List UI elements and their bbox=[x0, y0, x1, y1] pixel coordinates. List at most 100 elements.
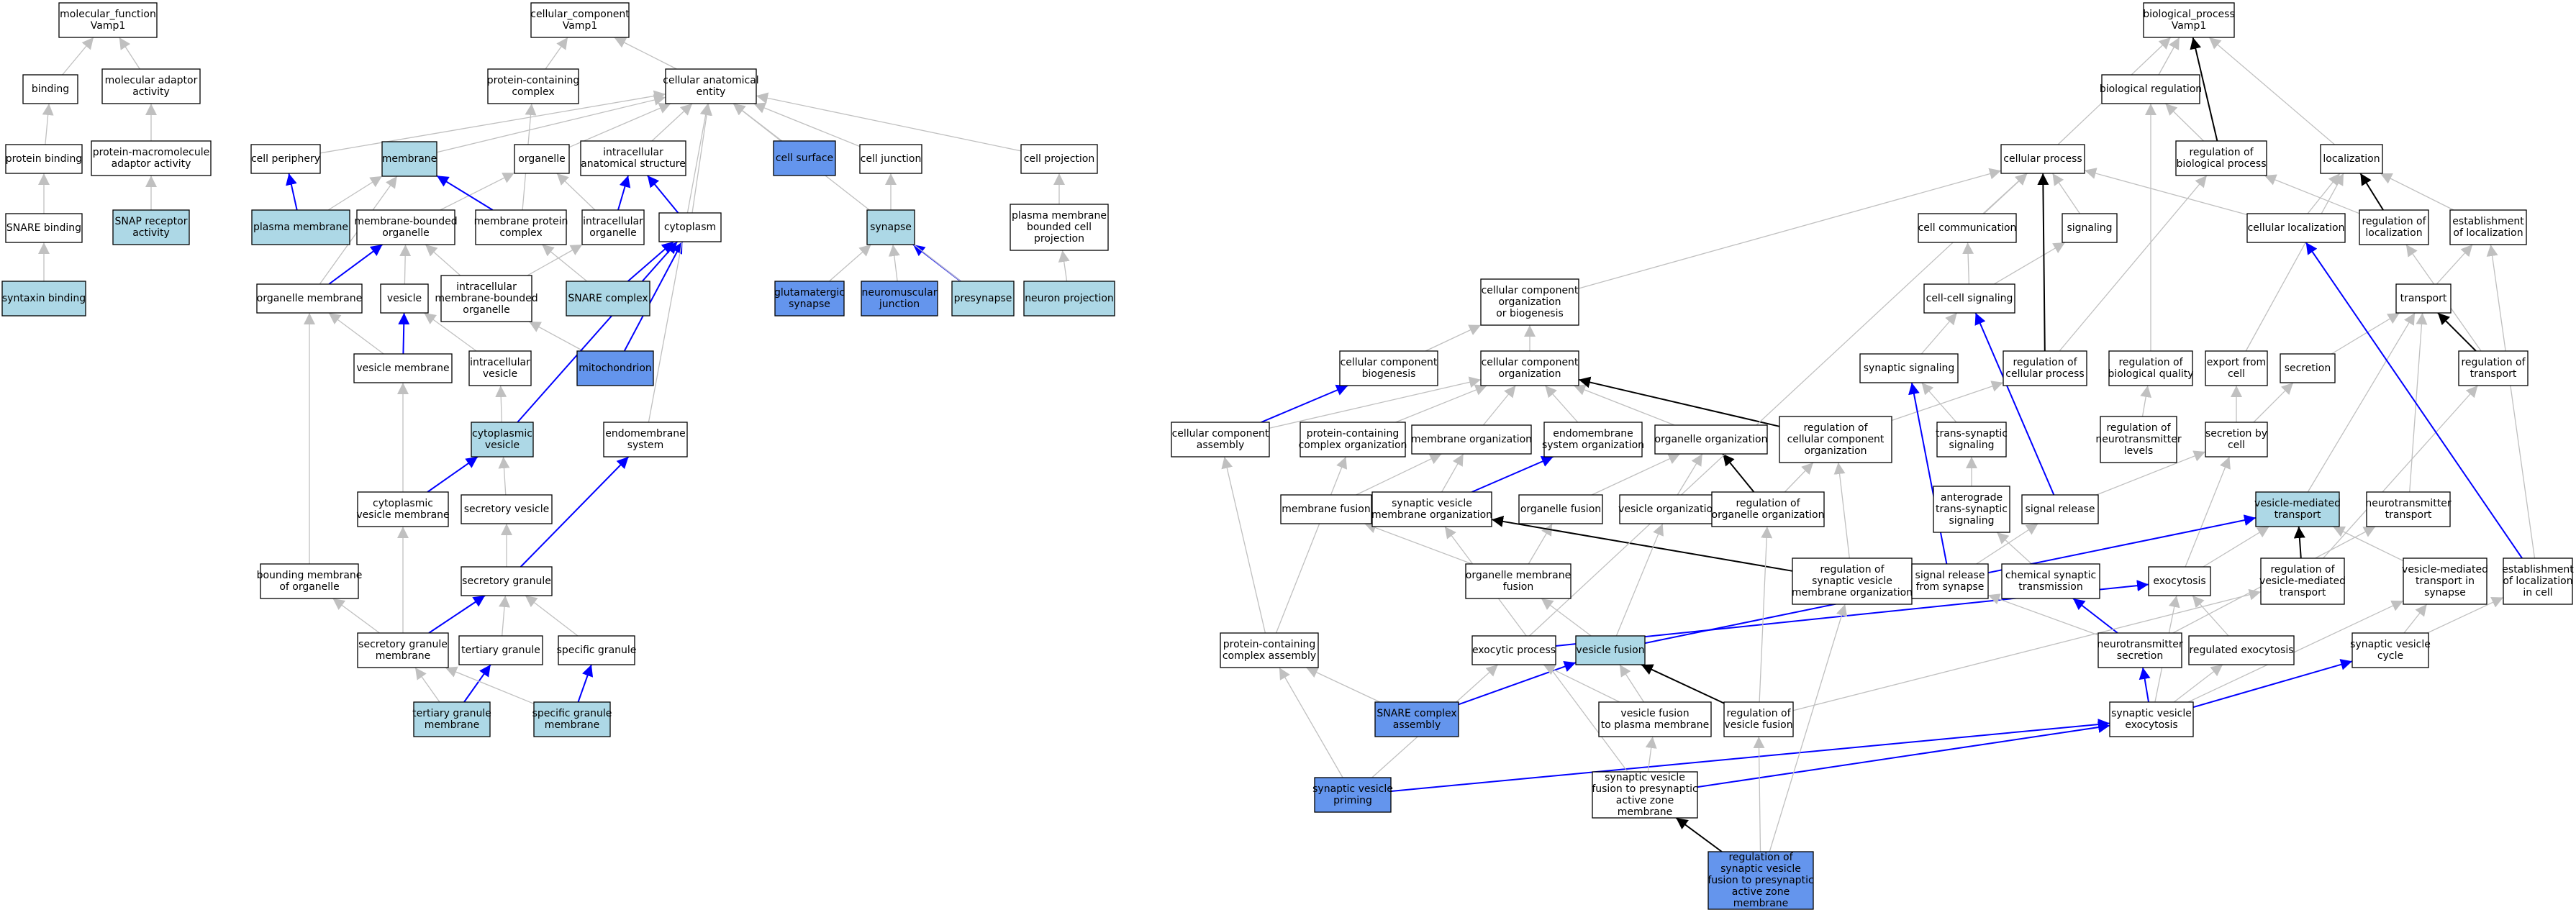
term-node-exocytic-process[interactable]: exocytic process bbox=[1471, 635, 1556, 665]
term-node-mem-org[interactable]: membrane organization bbox=[1411, 424, 1532, 455]
term-node-vesicle[interactable]: vesicle bbox=[380, 283, 429, 314]
term-node-vesicle-fusion[interactable]: vesicle fusion bbox=[1575, 635, 1646, 665]
term-node-membrane[interactable]: membrane bbox=[381, 141, 437, 177]
term-node-bio-reg[interactable]: biological regulation bbox=[2100, 74, 2202, 104]
term-node-cell-surface[interactable]: cell surface bbox=[773, 140, 836, 176]
term-node-neuron-projection[interactable]: neuron projection bbox=[1023, 281, 1115, 317]
term-node-snare-binding[interactable]: SNARE binding bbox=[5, 213, 83, 243]
term-node-cell-periphery[interactable]: cell periphery bbox=[250, 144, 321, 174]
term-node-vesicle-membrane[interactable]: vesicle membrane bbox=[353, 353, 453, 383]
term-node-cell-projection[interactable]: cell projection bbox=[1020, 144, 1098, 174]
term-node-localization[interactable]: localization bbox=[2320, 144, 2383, 174]
term-node-exocytosis[interactable]: exocytosis bbox=[2148, 566, 2211, 596]
term-node-cytoplasm[interactable]: cytoplasm bbox=[658, 212, 722, 242]
term-node-cellular-process[interactable]: cellular process bbox=[2000, 144, 2085, 174]
term-node-secretory-granule[interactable]: secretory granule bbox=[461, 566, 553, 596]
term-node-membrane-fusion[interactable]: membrane fusion bbox=[1280, 494, 1372, 524]
term-node-reg-exocytosis[interactable]: regulated exocytosis bbox=[2188, 635, 2295, 665]
term-node-plasma-membrane[interactable]: plasma membrane bbox=[251, 209, 350, 245]
term-node-mitochondrion[interactable]: mitochondrion bbox=[576, 350, 654, 386]
term-node-cell-comm[interactable]: cell communication bbox=[1918, 213, 2017, 243]
term-node-transport[interactable]: transport bbox=[2395, 283, 2452, 314]
term-node-snare-complex[interactable]: SNARE complex bbox=[566, 281, 650, 317]
term-node-binding[interactable]: binding bbox=[22, 74, 78, 104]
term-node-cell-junction[interactable]: cell junction bbox=[859, 144, 922, 174]
term-node-specific-granule[interactable]: specific granule bbox=[557, 635, 637, 665]
term-node-signal-release[interactable]: signal release bbox=[2021, 494, 2099, 524]
term-node-protein-binding[interactable]: protein binding bbox=[5, 144, 83, 174]
term-node-syn-signaling[interactable]: synaptic signaling bbox=[1859, 353, 1959, 383]
term-node-presynapse[interactable]: presynapse bbox=[951, 281, 1015, 317]
term-node-secretion[interactable]: secretion bbox=[2280, 353, 2336, 383]
term-node-syntaxin-binding[interactable]: syntaxin binding bbox=[1, 281, 86, 317]
term-node-organelle-membrane[interactable]: organelle membrane bbox=[256, 283, 363, 314]
term-node-cellular-loc[interactable]: cellular localization bbox=[2246, 213, 2346, 243]
term-node-cell-cell-sig[interactable]: cell-cell signaling bbox=[1923, 283, 2015, 314]
term-node-synapse[interactable]: synapse bbox=[866, 209, 915, 245]
term-node-vesicle-org[interactable]: vesicle organization bbox=[1618, 494, 1719, 524]
term-node-secretory-vesicle[interactable]: secretory vesicle bbox=[461, 494, 553, 524]
term-node-signaling[interactable]: signaling bbox=[2062, 213, 2118, 243]
term-node-organelle[interactable]: organelle bbox=[514, 144, 570, 174]
term-node-tertiary-granule[interactable]: tertiary granule bbox=[458, 635, 543, 665]
term-node-organelle-fusion[interactable]: organelle fusion bbox=[1518, 494, 1603, 524]
